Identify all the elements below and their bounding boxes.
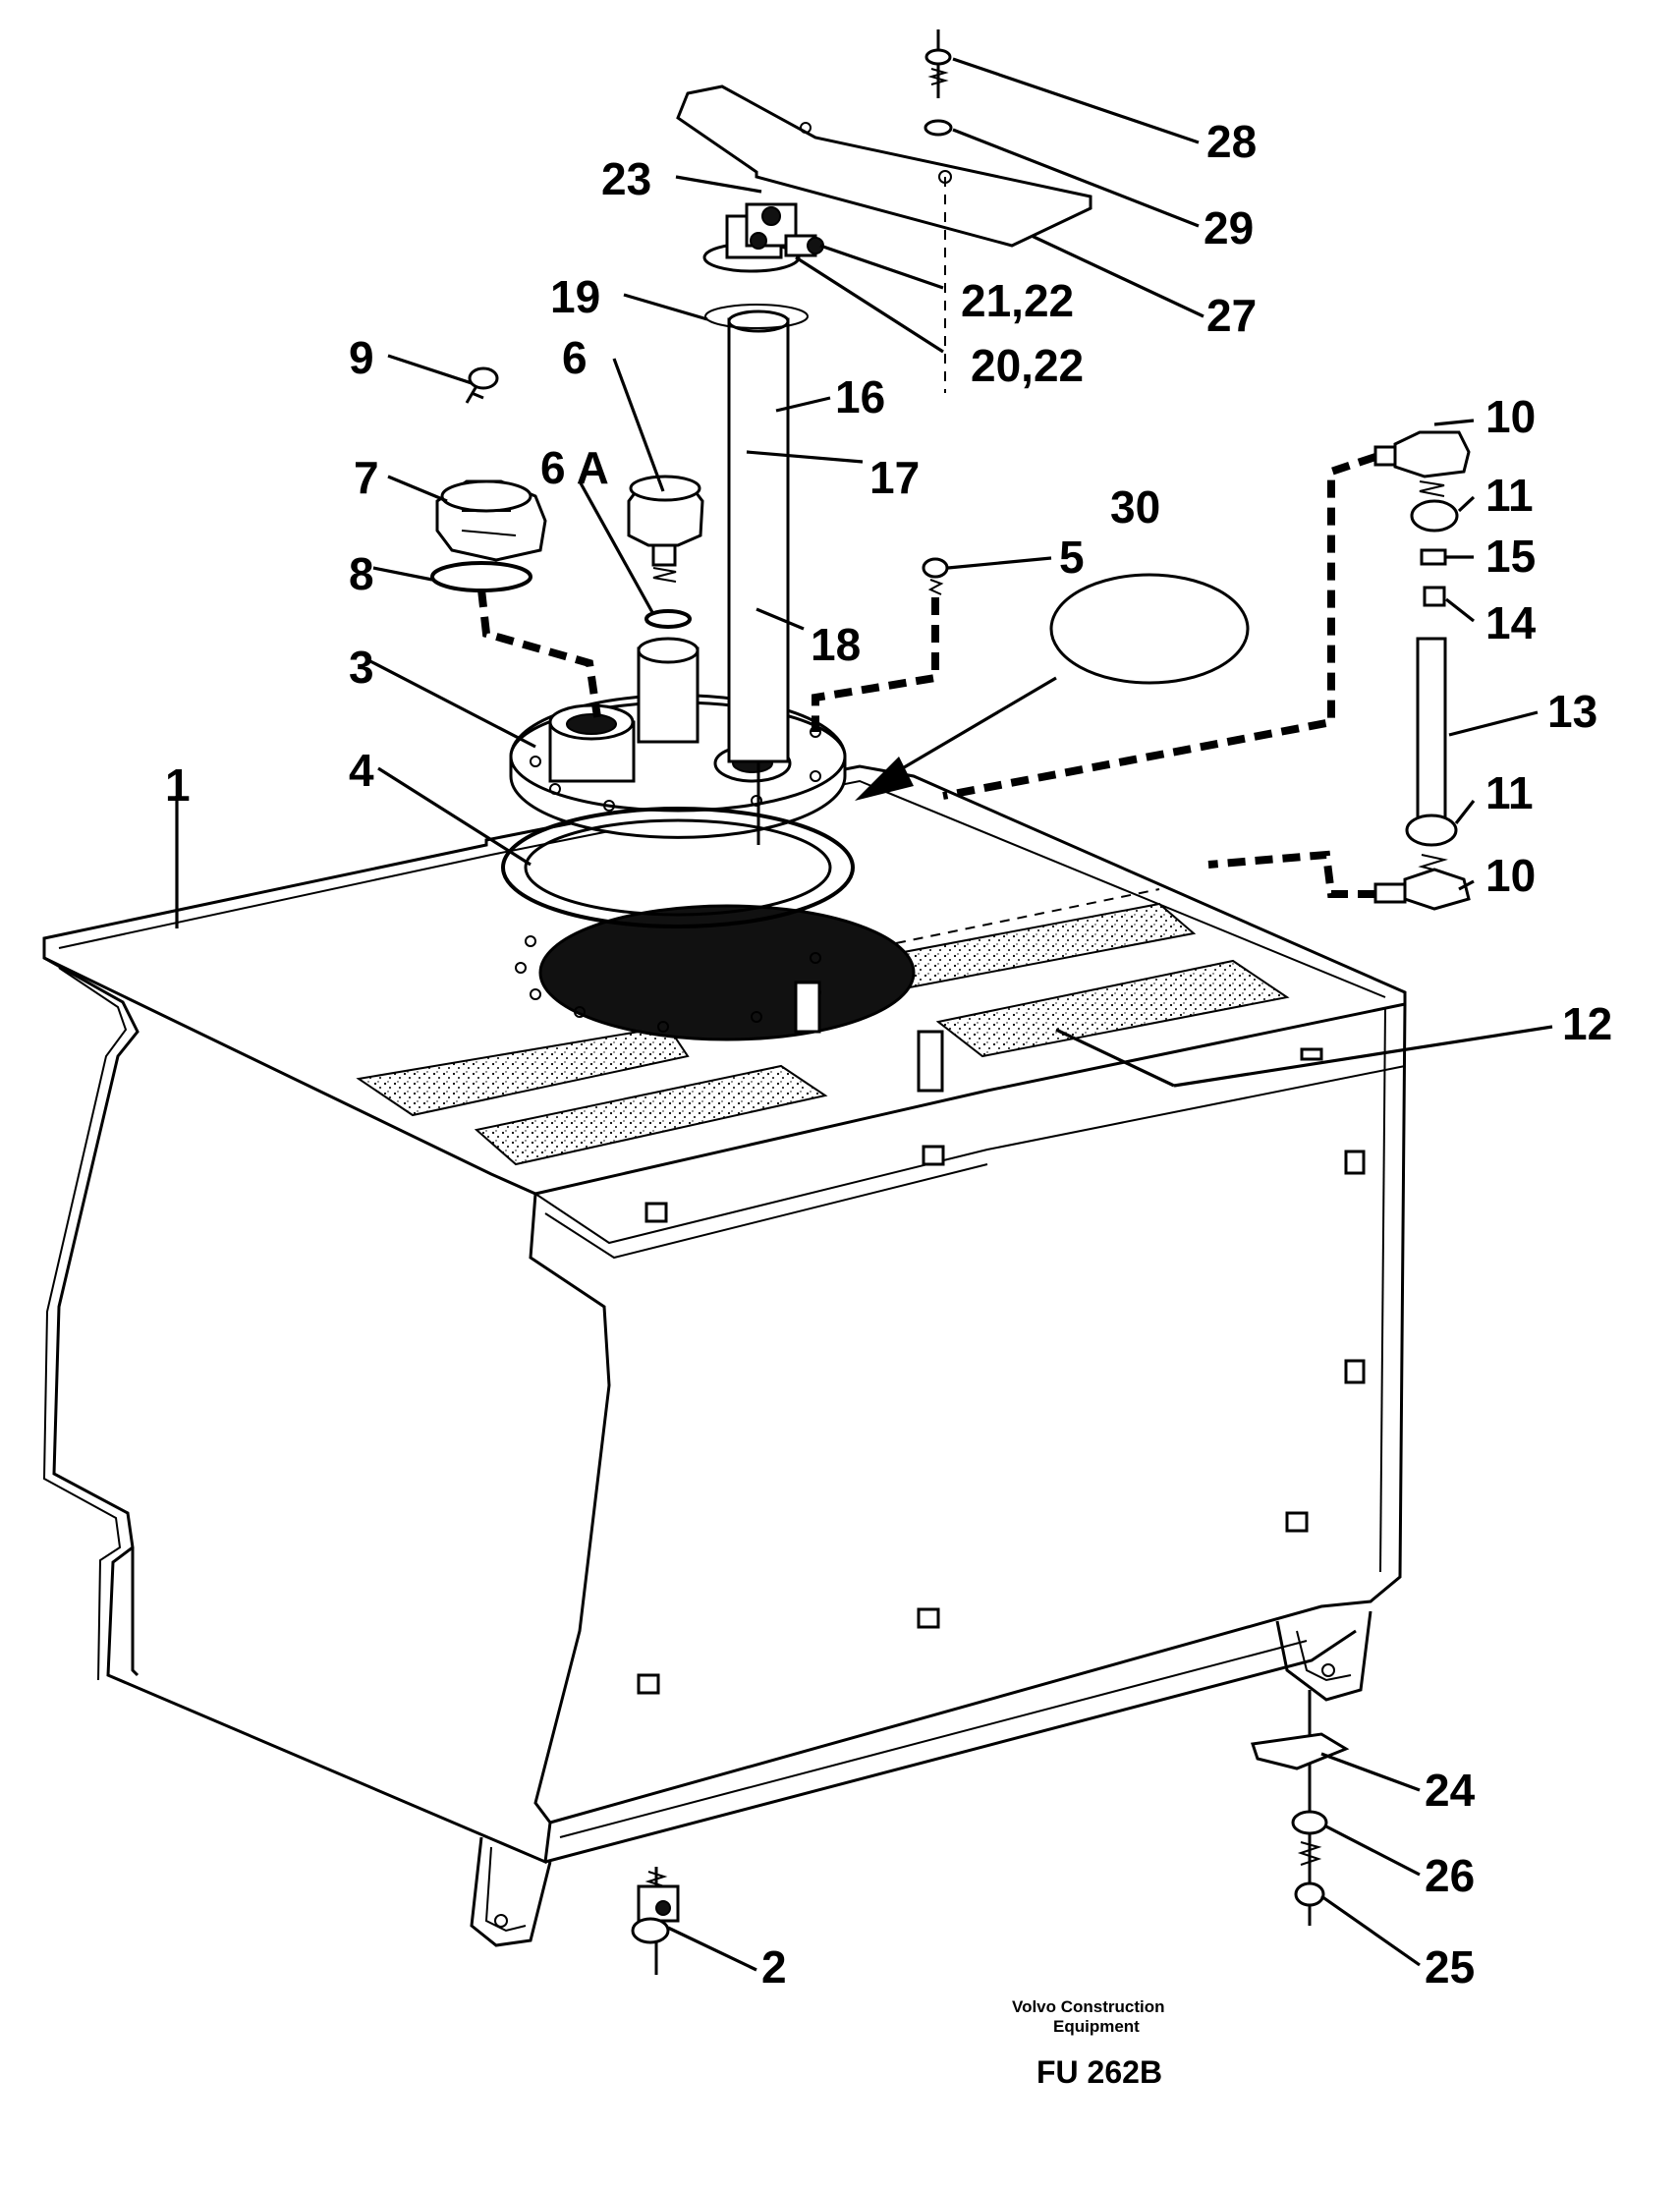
callout-11-top: 11 — [1485, 470, 1534, 521]
callout-12: 12 — [1562, 998, 1612, 1049]
callout-7: 7 — [354, 452, 379, 503]
callout-3: 3 — [349, 642, 374, 693]
callout-18: 18 — [811, 619, 861, 670]
callout-4: 4 — [349, 745, 374, 796]
caption-code: FU 262B — [1036, 2054, 1162, 2090]
callout-21-22: 21,22 — [961, 275, 1074, 326]
leader-lines — [175, 57, 1553, 1972]
screw-5 — [922, 557, 949, 595]
screw-28 — [924, 29, 953, 137]
caption-line2: Equipment — [1053, 2017, 1140, 2036]
callout-19: 19 — [550, 271, 600, 322]
callout-24-text: 24 — [1425, 1765, 1476, 1816]
callout-30: 30 — [1110, 481, 1160, 533]
callout-25: 25 — [1425, 1941, 1475, 1993]
callout-10-bottom: 10 — [1485, 850, 1536, 901]
callout-15: 15 — [1485, 531, 1536, 582]
callout-5: 5 — [1059, 532, 1085, 583]
callout-6a: 6 A — [540, 442, 609, 493]
level-sender — [702, 202, 824, 845]
callout-2: 2 — [761, 1941, 787, 1993]
hydraulic-tank — [42, 764, 1407, 1947]
callout-28: 28 — [1206, 116, 1257, 167]
panel-clips — [637, 1047, 1366, 1695]
breather — [627, 475, 704, 629]
callout-29: 29 — [1204, 202, 1254, 253]
callout-10-top: 10 — [1485, 391, 1536, 442]
callout-1: 1 — [165, 759, 191, 811]
drain-valve — [631, 1867, 680, 1975]
callout-23: 23 — [601, 153, 651, 204]
callout-9: 9 — [349, 332, 374, 383]
callout-26: 26 — [1425, 1850, 1475, 1901]
callout-20-22: 20,22 — [971, 340, 1084, 391]
callout-17: 17 — [869, 452, 920, 503]
callout-13: 13 — [1547, 686, 1597, 737]
key — [465, 366, 499, 404]
callout-6: 6 — [562, 332, 588, 383]
callout-labels: 28 29 27 23 21,22 20,22 19 16 17 18 30 5… — [165, 116, 1612, 1049]
callout-11-bottom: 11 — [1485, 767, 1534, 818]
sight-glass — [1373, 430, 1471, 911]
foot-hardware — [1251, 1690, 1350, 1926]
callout-14: 14 — [1485, 597, 1537, 648]
filler-cap — [430, 479, 547, 592]
bracket-plate — [676, 84, 1092, 393]
caption-line1: Volvo Construction — [1012, 1997, 1165, 2016]
callout-8: 8 — [349, 548, 374, 599]
callout-27: 27 — [1206, 290, 1257, 341]
callout-16: 16 — [835, 371, 885, 422]
gasket — [501, 807, 855, 928]
